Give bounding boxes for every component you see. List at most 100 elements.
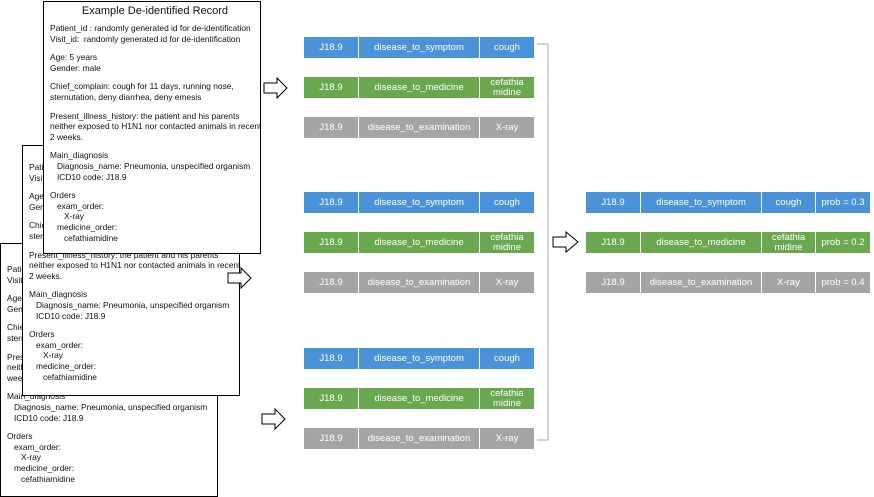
- stub-visit: Visit: [29, 172, 45, 183]
- exam-order-xray: X-ray: [29, 350, 63, 361]
- medicine-order-label: medicine_order:: [50, 221, 118, 232]
- stub-neither: neith: [7, 362, 26, 373]
- stub-chief: Chie: [29, 220, 47, 231]
- relation-cell: disease_to_examination: [359, 117, 480, 138]
- gender: Gender: male: [50, 62, 101, 73]
- chief-complaint-line-1: Chief_complain: cough for 11 days, runni…: [50, 81, 234, 92]
- stub-patient: Patie: [7, 264, 27, 274]
- stub-age: Age:: [29, 191, 47, 202]
- relation-cell: disease_to_symptom: [641, 192, 762, 213]
- disease-code-cell: J18.9: [304, 37, 359, 58]
- relation-cell: disease_to_symptom: [359, 348, 480, 369]
- relation-cell: disease_to_medicine: [359, 77, 480, 98]
- medicine-order-value: cefathiamidine: [7, 473, 75, 484]
- stub-present: Prese: [7, 351, 29, 362]
- stub-stern: stern: [7, 332, 26, 343]
- orders-label: Orders: [7, 431, 33, 442]
- relation-cell: disease_to_examination: [359, 272, 480, 293]
- entity-cell: cough: [494, 41, 520, 53]
- stub-weeks: week: [7, 372, 27, 383]
- stub-chief: Chie: [7, 322, 25, 333]
- exam-order-xray: X-ray: [50, 211, 84, 222]
- entity-cell: X-ray: [495, 121, 519, 133]
- probability-cell: prob = 0.3: [821, 196, 865, 208]
- present-illness-line-1: Present_illness_history: the patient and…: [50, 110, 240, 121]
- present-illness-line-1: Present_illness_history: the patient and…: [29, 249, 219, 260]
- orders-label: Orders: [50, 190, 76, 201]
- stub-stern: stern: [29, 230, 48, 241]
- probability-cell: prob = 0.2: [821, 236, 865, 248]
- relation-cell: disease_to_medicine: [359, 232, 480, 253]
- present-illness-line-3: 2 weeks.: [29, 270, 63, 281]
- stub-gender: Gend: [7, 303, 28, 314]
- exam-order-label: exam_order:: [50, 200, 104, 211]
- disease-code-cell: J18.9: [304, 77, 359, 98]
- disease-code-cell: J18.9: [304, 272, 359, 293]
- diagnosis-name: Diagnosis_name: Pneumonia, unspecified o…: [50, 160, 251, 171]
- disease-code-cell: J18.9: [304, 192, 359, 213]
- diagnosis-name: Diagnosis_name: Pneumonia, unspecified o…: [29, 299, 230, 310]
- relation-cell: disease_to_examination: [641, 272, 762, 293]
- exam-order-label: exam_order:: [29, 339, 83, 350]
- medicine-order-value: cefathiamidine: [50, 232, 118, 243]
- exam-order-label: exam_order:: [7, 441, 61, 452]
- disease-code-cell: J18.9: [304, 232, 359, 253]
- relation-cell: disease_to_symptom: [359, 192, 480, 213]
- entity-cell: X-ray: [495, 432, 519, 444]
- entity-cell: X-ray: [495, 276, 519, 288]
- disease-code-cell: J18.9: [304, 428, 359, 449]
- medicine-order-label: medicine_order:: [7, 462, 75, 473]
- medicine-order-value: cefathiamidine: [29, 371, 97, 382]
- age: Age: 5 years: [50, 52, 98, 63]
- extraction-arrow-icon: [261, 407, 286, 431]
- relation-cell: disease_to_examination: [359, 428, 480, 449]
- probability-cell: prob = 0.4: [821, 276, 865, 288]
- diagnosis-name: Diagnosis_name: Pneumonia, unspecified o…: [7, 401, 208, 412]
- stub-age: Age:: [7, 293, 25, 304]
- exam-order-xray: X-ray: [7, 452, 41, 463]
- relation-cell: disease_to_symptom: [359, 37, 480, 58]
- main-diagnosis-label: Main_diagnosis: [29, 289, 88, 300]
- stub-patient: Patie: [29, 162, 49, 172]
- relation-cell: disease_to_medicine: [359, 388, 480, 409]
- orders-label: Orders: [29, 329, 55, 340]
- entity-cell: cough: [494, 352, 520, 364]
- entity-cell: X-ray: [762, 272, 816, 293]
- icd10-code: ICD10 code: J18.9: [29, 310, 106, 321]
- record-title: Example De-identified Record: [81, 5, 229, 17]
- chief-complaint-line-2: sternutation, deny diarrhea, deny emesis: [50, 91, 202, 102]
- icd10-code: ICD10 code: J18.9: [50, 171, 127, 182]
- present-illness-line-2: neither exposed to H1N1 nor contacted an…: [29, 260, 241, 271]
- icd10-code: ICD10 code: J18.9: [7, 412, 84, 423]
- disease-code-cell: J18.9: [586, 192, 641, 213]
- present-illness-line-2: neither exposed to H1N1 nor contacted an…: [50, 121, 262, 132]
- entity-cell: cough: [762, 192, 816, 213]
- disease-code-cell: J18.9: [304, 348, 359, 369]
- relation-cell: disease_to_medicine: [641, 232, 762, 253]
- patient-id: Patient_id : randomly generated id for d…: [50, 23, 251, 33]
- extraction-arrow-icon: [227, 266, 252, 290]
- aggregation-arrow-icon: [552, 230, 579, 254]
- present-illness-line-3: 2 weeks.: [50, 131, 84, 142]
- medicine-order-label: medicine_order:: [29, 360, 97, 371]
- record-card-front: Example De-identified Record Patient_id …: [43, 1, 261, 254]
- bracket-line: [537, 43, 549, 441]
- disease-code-cell: J18.9: [304, 388, 359, 409]
- main-diagnosis-label: Main_diagnosis: [7, 391, 66, 402]
- disease-code-cell: J18.9: [586, 232, 641, 253]
- stub-gender: Gend: [29, 201, 50, 212]
